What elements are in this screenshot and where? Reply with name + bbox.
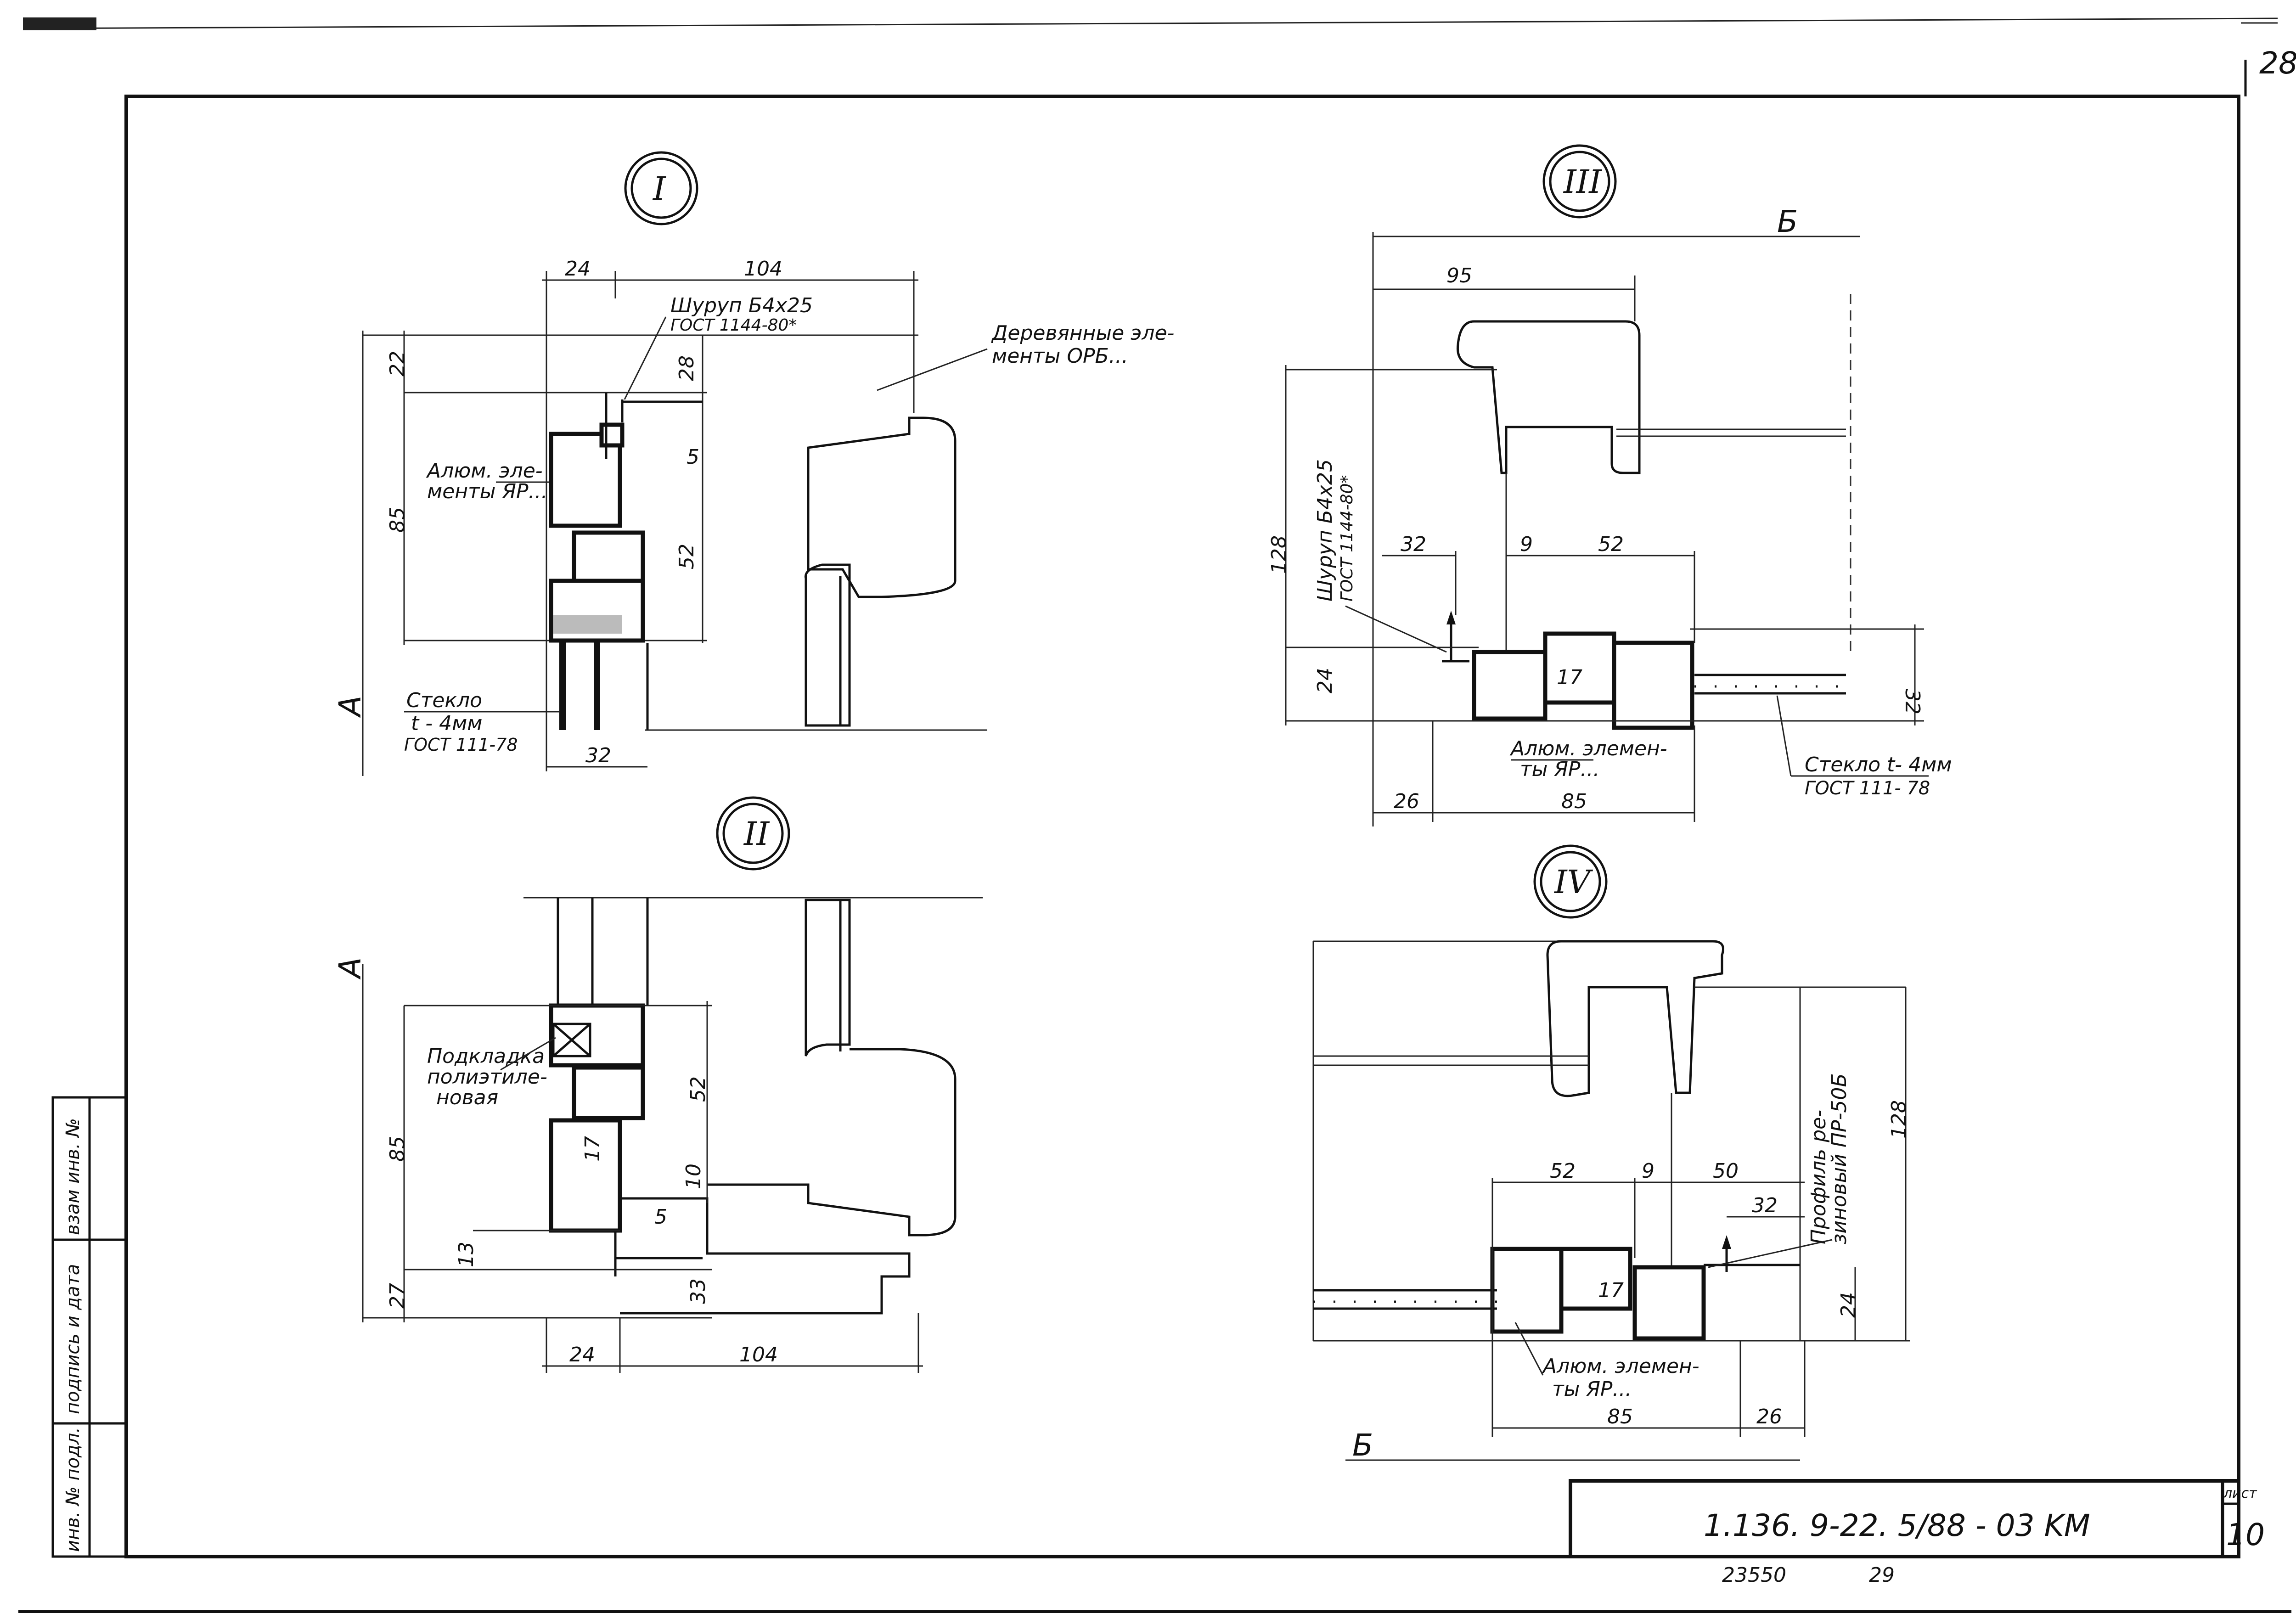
dim-III-17: 17 — [1557, 666, 1582, 689]
dim-II-104: 104 — [739, 1343, 778, 1366]
glass-thk-I: t - 4мм — [411, 712, 482, 735]
dim-I-24: 24 — [565, 257, 591, 281]
screw-std-I: ГОСТ 1144-80* — [670, 316, 797, 335]
page-number: 28 — [2259, 45, 2296, 81]
title-block: 1.136. 9-22. 5/88 - 03 KM лист 10 23550 … — [1569, 1479, 2265, 1587]
dim-II-17: 17 — [581, 1136, 604, 1162]
detail-II: II 52 85 17 10 5 13 27 33 — [332, 796, 983, 1373]
alum-label-IV-1: Алюм. элемен- — [1542, 1355, 1699, 1378]
dim-I-104: 104 — [744, 257, 782, 281]
detail-II-marker: II — [743, 815, 770, 853]
dim-I-22: 22 — [386, 351, 409, 377]
detail-I-marker: I — [652, 170, 666, 208]
screw-label-I: Шуруп Б4х25 — [670, 294, 813, 317]
dim-II-27: 27 — [386, 1283, 409, 1309]
stamp-replace-inv: взам инв. № — [62, 1118, 84, 1235]
bottom-stamp-left: 23550 — [1722, 1563, 1786, 1587]
dim-IV-26: 26 — [1756, 1405, 1782, 1428]
dim-IV-9: 9 — [1642, 1159, 1654, 1183]
dim-III-26: 26 — [1394, 790, 1419, 813]
detail-IV: IV 52 9 50 32 128 17 24 — [1312, 844, 1911, 1463]
side-stamp: инв. № подл. подпись и дата взам инв. № — [51, 1096, 128, 1558]
dim-II-10: 10 — [682, 1164, 705, 1189]
dim-III-32-right: 32 — [1901, 689, 1924, 714]
drawing-frame — [124, 95, 2240, 1558]
glass-std-I: ГОСТ 111-78 — [404, 735, 518, 755]
screw-std-III: ГОСТ 1144-80* — [1338, 475, 1356, 602]
alum-label-IV-2: ты ЯР... — [1552, 1377, 1632, 1401]
dim-II-52: 52 — [687, 1076, 710, 1102]
dim-IV-128: 128 — [1887, 1100, 1911, 1139]
dim-II-85: 85 — [386, 1136, 409, 1162]
detail-IV-marker: IV — [1553, 863, 1593, 901]
section-mark-I: А — [332, 696, 368, 718]
dim-IV-17: 17 — [1598, 1279, 1624, 1302]
dim-II-5: 5 — [654, 1205, 667, 1229]
detail-III-marker: III — [1563, 163, 1602, 201]
dim-II-33: 33 — [687, 1278, 710, 1304]
stamp-sign-date: подпись и дата — [62, 1264, 84, 1414]
pad-label-II-2: полиэтиле- — [427, 1065, 547, 1089]
section-mark-II: А — [332, 957, 368, 980]
wood-label-I-1: Деревянные эле- — [991, 321, 1174, 345]
dim-III-52: 52 — [1598, 533, 1624, 556]
wood-label-I-2: менты ОРБ... — [992, 344, 1128, 368]
detail-III: III Б 95 128 24 32 9 — [1267, 144, 1952, 826]
list-number: 10 — [2226, 1517, 2265, 1552]
dim-I-28: 28 — [675, 355, 698, 381]
sheet-designation: 1.136. 9-22. 5/88 - 03 KM — [1704, 1508, 2090, 1543]
list-header: лист — [2223, 1485, 2257, 1501]
alum-label-I-1: Алюм. эле- — [426, 459, 543, 483]
glass-label-I: Стекло — [406, 689, 482, 712]
pad-label-II-1: Подкладка — [427, 1045, 545, 1068]
stamp-inv-orig: инв. № подл. — [62, 1427, 84, 1552]
dim-III-95: 95 — [1446, 264, 1472, 287]
detail-I: I 24 104 22 85 28 5 52 17 32 — [332, 151, 1174, 776]
glass-label-III: Стекло t- 4мм — [1805, 753, 1952, 776]
dim-III-85: 85 — [1561, 790, 1587, 813]
screw-label-III: Шуруп Б4х25 — [1313, 459, 1337, 602]
dim-III-24: 24 — [1313, 668, 1337, 693]
dim-I-52: 52 — [675, 544, 698, 569]
dim-IV-85: 85 — [1607, 1405, 1633, 1428]
dim-III-128: 128 — [1267, 535, 1291, 574]
bottom-stamp-mid: 29 — [1869, 1563, 1895, 1587]
alum-label-I-2: менты ЯР... — [427, 480, 547, 503]
dim-IV-32: 32 — [1752, 1194, 1778, 1217]
dim-I-32: 32 — [585, 744, 611, 767]
top-edge — [23, 17, 2278, 30]
profile-label-IV-1: Профиль ре- — [1807, 1110, 1830, 1244]
pad-label-II-3: новая — [436, 1086, 498, 1109]
profile-label-IV-2: зиновый ПР-50Б — [1828, 1073, 1851, 1244]
alum-label-III-2: ты ЯР... — [1520, 758, 1599, 781]
dim-I-85: 85 — [386, 507, 409, 533]
dim-II-13: 13 — [455, 1242, 478, 1267]
dim-I-5: 5 — [687, 445, 699, 469]
dim-III-9: 9 — [1520, 533, 1533, 556]
alum-label-III-1: Алюм. элемен- — [1509, 737, 1667, 760]
section-mark-IV: Б — [1352, 1428, 1373, 1463]
glass-std-III: ГОСТ 111- 78 — [1805, 778, 1930, 799]
dim-IV-24: 24 — [1837, 1292, 1860, 1318]
section-mark-III: Б — [1777, 204, 1798, 239]
dim-II-24: 24 — [569, 1343, 595, 1366]
dim-III-32: 32 — [1401, 533, 1426, 556]
dim-IV-52: 52 — [1550, 1159, 1576, 1183]
dim-IV-50: 50 — [1713, 1159, 1739, 1183]
